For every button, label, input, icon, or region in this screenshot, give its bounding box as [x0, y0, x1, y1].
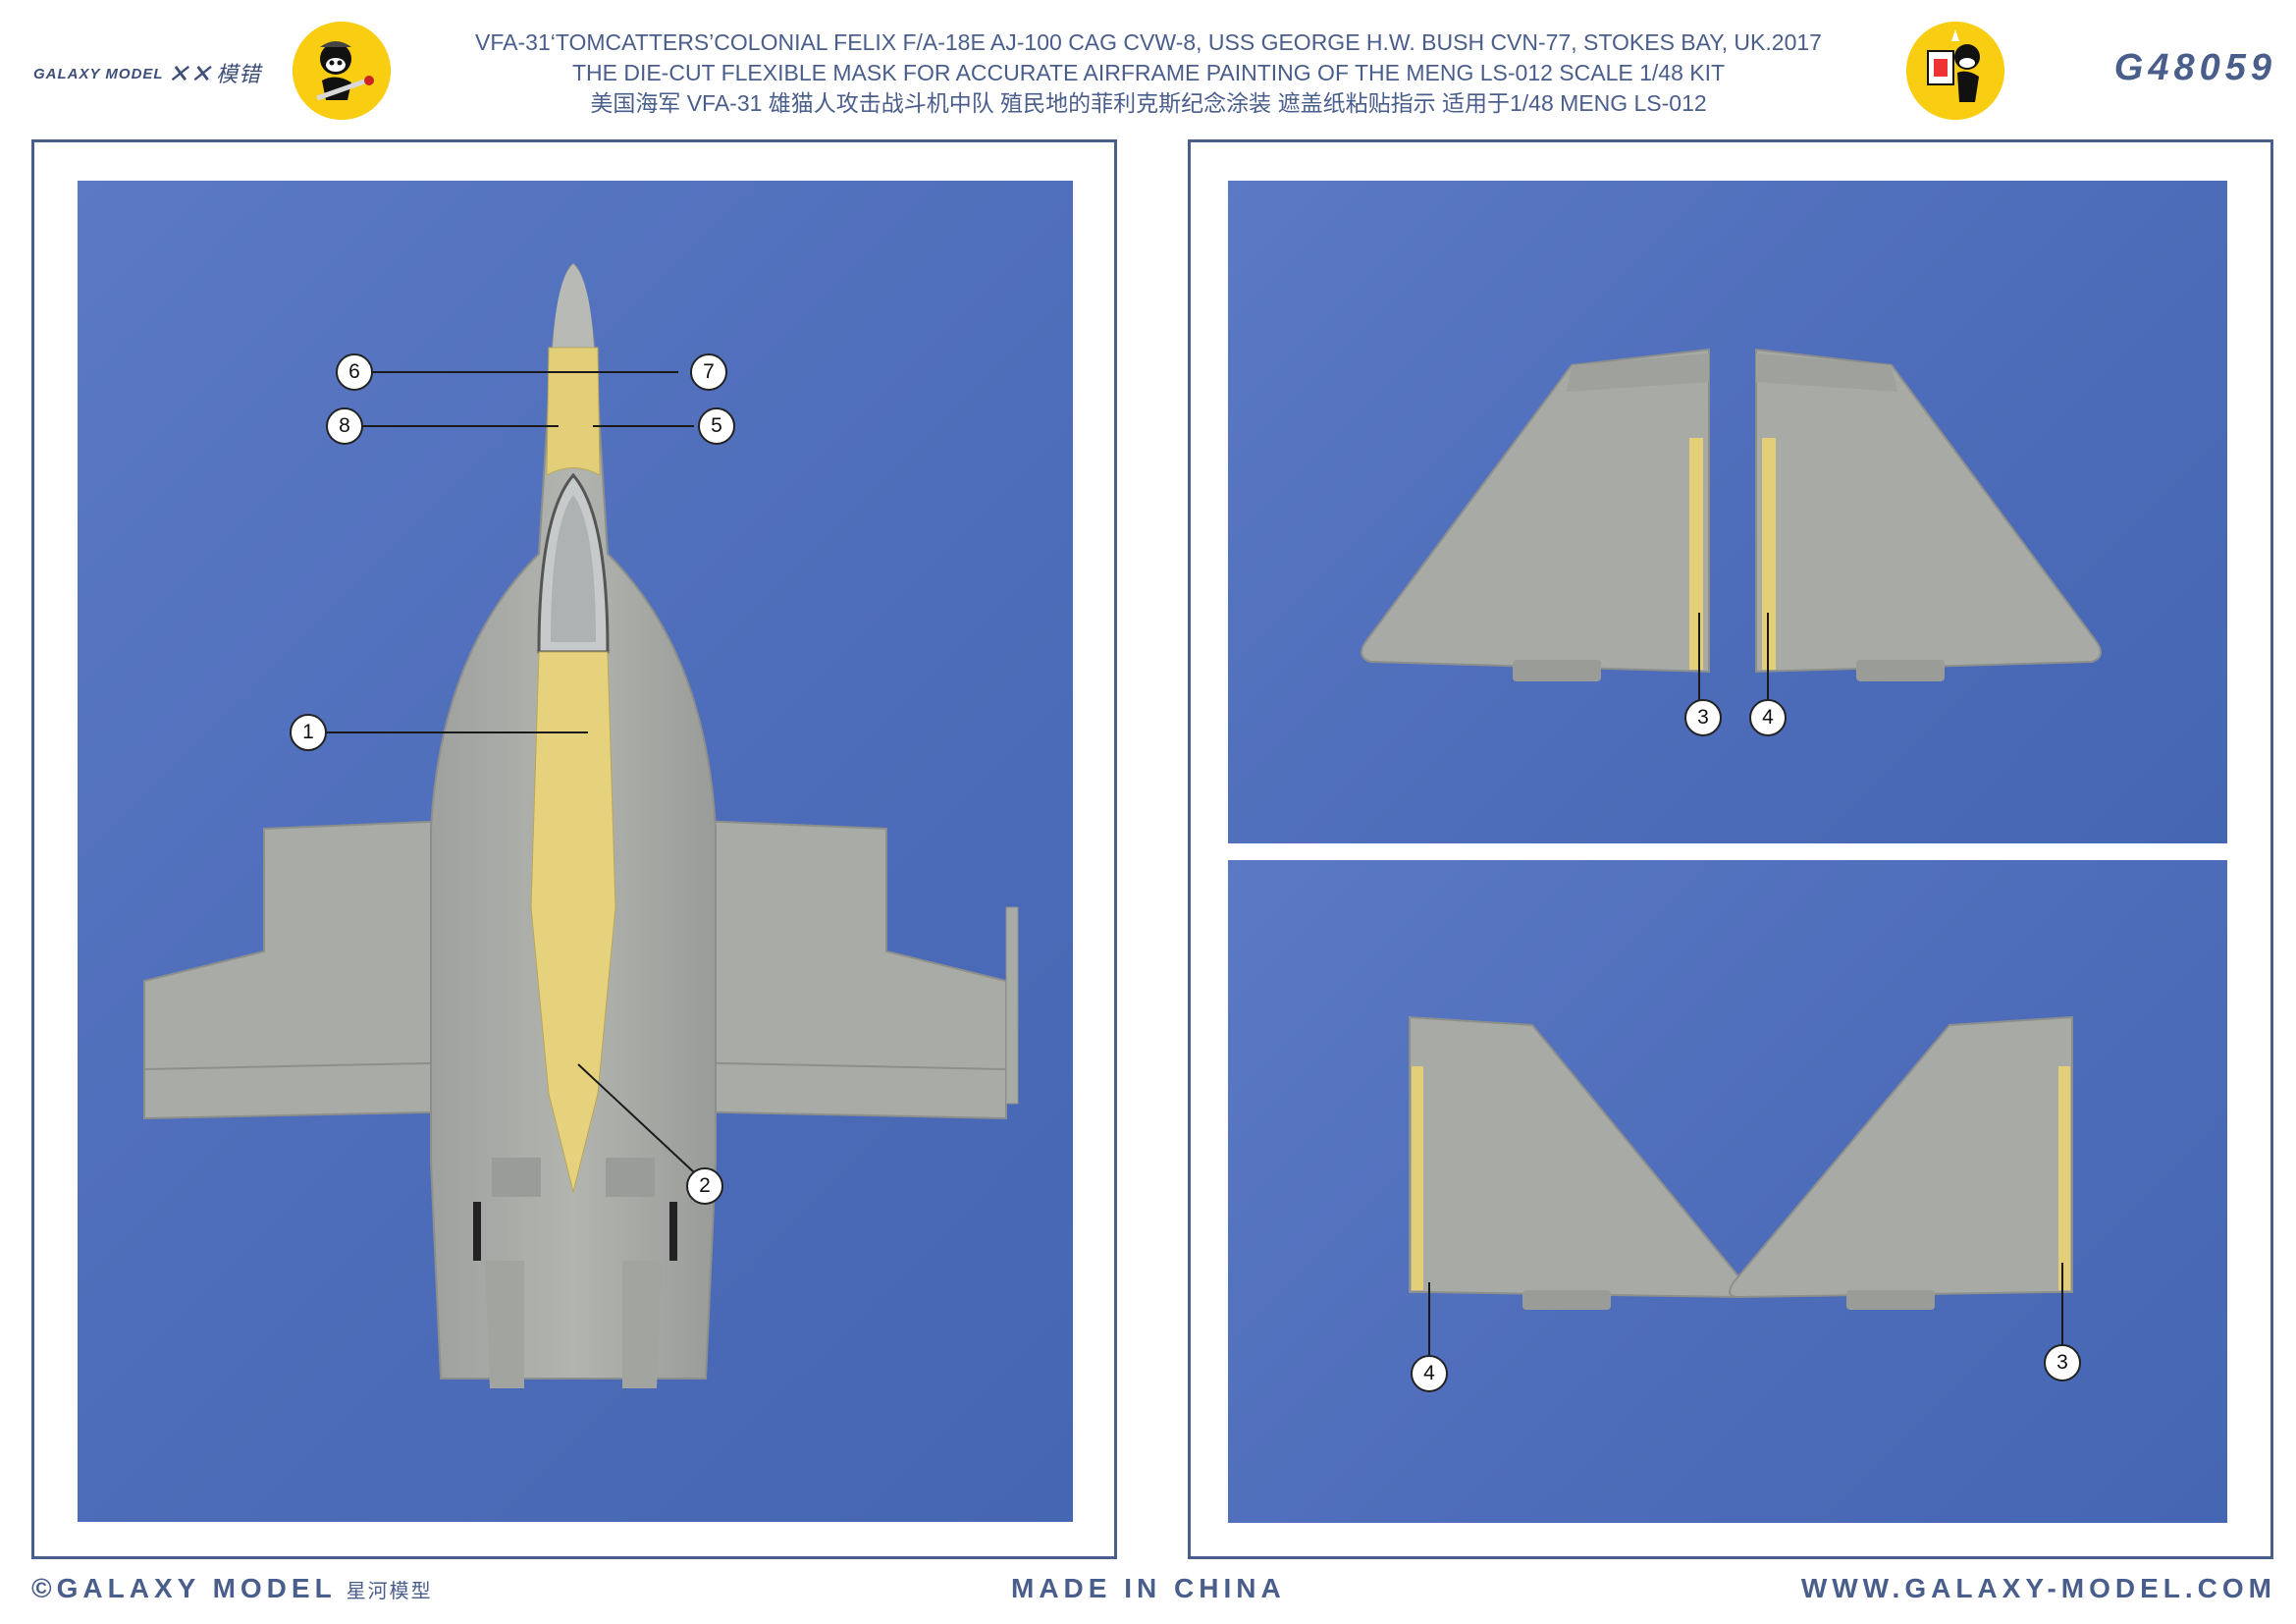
made-in-china: MADE IN CHINA [1011, 1573, 1286, 1603]
footer-copyright: ©GALAXY MODEL 星河模型 [31, 1573, 433, 1604]
brand-xx-mark: ✕✕ [167, 59, 213, 88]
title-line-3: 美国海军 VFA-31 雄猫人攻击战斗机中队 殖民地的菲利克斯纪念涂装 遮盖纸粘… [590, 90, 1707, 116]
title-line-1: VFA-31‘TOMCATTERS’COLONIAL FELIX F/A-18E… [475, 29, 1822, 55]
felix-cat-bomb-icon [1906, 22, 2004, 120]
felix-cat-icon [293, 22, 391, 120]
stabilizer-bottom-photo: 4 3 [1228, 860, 2227, 1523]
brand-logo-left: GALAXY MODEL✕✕模错 [33, 57, 261, 89]
horizontal-stabilizers-bottom-image [1409, 1015, 2073, 1361]
f18-top-view-image [143, 262, 1019, 1388]
callout-3-top: 3 [1684, 699, 1722, 736]
callout-5: 5 [698, 407, 735, 445]
callout-4-bottom: 4 [1411, 1355, 1448, 1392]
right-panel-frame: 3 4 4 3 [1188, 139, 2273, 1559]
brand-name-cn: 模错 [216, 62, 262, 86]
horizontal-stabilizers-top-image [1361, 348, 2102, 701]
felix-cat-badge-right [1906, 22, 2004, 120]
callout-7: 7 [690, 353, 727, 391]
title-line-2: THE DIE-CUT FLEXIBLE MASK FOR ACCURATE A… [571, 60, 1726, 85]
website-link[interactable]: WWW.GALAXY-MODEL.COM [1800, 1573, 2276, 1603]
copyright-text: ©GALAXY MODEL [31, 1573, 337, 1603]
title-block: VFA-31‘TOMCATTERS’COLONIAL FELIX F/A-18E… [393, 27, 1904, 119]
callout-8: 8 [326, 407, 363, 445]
callout-3-bottom: 3 [2044, 1344, 2081, 1381]
felix-cat-badge-left [293, 22, 391, 120]
copyright-cn: 星河模型 [346, 1581, 433, 1602]
callout-1: 1 [290, 714, 327, 751]
product-code: G48059 [2113, 47, 2276, 88]
brand-name: GALAXY MODEL [33, 66, 164, 82]
callout-2: 2 [686, 1167, 723, 1205]
callout-4-top: 4 [1749, 699, 1787, 736]
stabilizer-top-photo: 3 4 [1228, 181, 2227, 843]
left-panel-frame: 6 7 8 5 1 2 [31, 139, 1117, 1559]
main-aircraft-photo: 6 7 8 5 1 2 [78, 181, 1073, 1522]
callout-6: 6 [336, 353, 373, 391]
